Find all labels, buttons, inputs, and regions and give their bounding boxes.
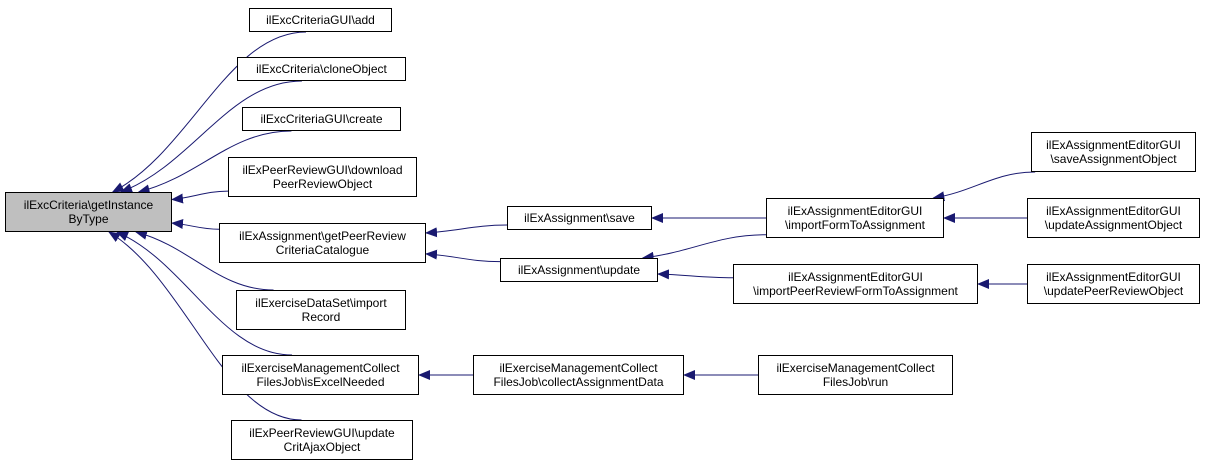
node-assignment-save[interactable]: ilExAssignment\save [507,206,652,230]
node-line: ilExerciseDataSet\import [255,296,387,310]
edge-download-to-root [171,190,229,204]
edge-save-to-catalogue [425,224,508,238]
node-collectassignmentdata[interactable]: ilExerciseManagementCollect FilesJob\col… [473,355,684,395]
node-line: ilExAssignment\save [524,211,635,225]
node-updateassignmentobject[interactable]: ilExAssignmentEditorGUI \updateAssignmen… [1027,198,1200,238]
node-line: \importFormToAssignment [784,218,926,232]
node-line: \updatePeerReviewObject [1043,284,1184,298]
edge-import_peer-to-update [657,269,734,280]
node-line: ilExcCriteria\getInstance [23,198,154,212]
node-updatepeerreviewobject[interactable]: ilExAssignmentEditorGUI \updatePeerRevie… [1027,264,1200,304]
node-line: ilExcCriteria\cloneObject [256,62,387,76]
node-line: Record [301,310,341,324]
node-line: \updateAssignmentObject [1044,218,1183,232]
node-datasetimportrecord[interactable]: ilExerciseDataSet\import Record [236,290,406,330]
node-line: ilExAssignmentEditorGUI [787,204,923,218]
node-line: ilExAssignmentEditorGUI [1046,270,1181,284]
edge-catalogue-to-root [171,218,220,230]
node-assignment-update[interactable]: ilExAssignment\update [500,258,658,282]
node-getpeerreviewcriteriacatalogue[interactable]: ilExAssignment\getPeerReview CriteriaCat… [219,223,426,263]
node-updatecritajaxobject[interactable]: ilExPeerReviewGUI\update CritAjaxObject [231,420,413,460]
edge-create-to-root [137,130,292,195]
node-collectfilesjob-run[interactable]: ilExerciseManagementCollect FilesJob\run [758,355,953,395]
node-criteria-cloneobject[interactable]: ilExcCriteria\cloneObject [237,57,406,81]
node-line: ilExAssignmentEditorGUI [788,270,923,284]
edge-crit_ajax-to-root [108,231,302,421]
node-line: ilExAssignment\update [517,263,641,277]
node-line: ilExPeerReviewGUI\update [249,426,395,440]
node-getinstancebytype: ilExcCriteria\getInstance ByType [5,192,172,232]
node-line: ilExerciseManagementCollect [241,361,400,375]
node-line: FilesJob\collectAssignmentData [493,375,664,389]
edge-save_obj-to-import_form [932,171,1036,202]
edge-clone-to-root [120,80,302,193]
node-isexcelneeded[interactable]: ilExerciseManagementCollect FilesJob\isE… [222,355,419,395]
node-line: ilExerciseManagementCollect [499,361,658,375]
node-line: ilExcCriteriaGUI\create [260,112,383,126]
edge-excel-to-root [116,231,293,356]
node-line: ilExAssignment\getPeerReview [239,229,406,243]
node-importpeerreviewformtoassignment[interactable]: ilExAssignmentEditorGUI \importPeerRevie… [733,264,978,304]
node-criteriagui-add[interactable]: ilExcCriteriaGUI\add [249,8,392,32]
node-line: FilesJob\isExcelNeeded [256,375,385,389]
edge-add-to-root [111,31,307,193]
edge-dataset-to-root [134,229,274,291]
edge-import_form-to-update [641,234,767,262]
node-line: \saveAssignmentObject [1050,152,1177,166]
node-line: FilesJob\run [822,375,889,389]
node-line: ilExcCriteriaGUI\add [266,13,375,27]
node-line: ByType [68,212,109,226]
node-saveassignmentobject[interactable]: ilExAssignmentEditorGUI \saveAssignmentO… [1031,132,1196,172]
edge-update-to-catalogue [425,249,501,263]
node-download-peerreviewobject[interactable]: ilExPeerReviewGUI\download PeerReviewObj… [228,157,417,197]
node-line: ilExPeerReviewGUI\download [242,163,403,177]
node-line: ilExAssignmentEditorGUI [1046,204,1181,218]
node-line: ilExerciseManagementCollect [776,361,935,375]
node-line: CritAjaxObject [283,440,361,454]
node-criteriagui-create[interactable]: ilExcCriteriaGUI\create [242,107,401,131]
node-line: \importPeerReviewFormToAssignment [753,284,958,298]
node-line: CriteriaCatalogue [275,243,370,257]
node-line: ilExAssignmentEditorGUI [1046,138,1181,152]
node-importformtoassignment[interactable]: ilExAssignmentEditorGUI \importFormToAss… [766,198,944,238]
node-line: PeerReviewObject [272,177,373,191]
